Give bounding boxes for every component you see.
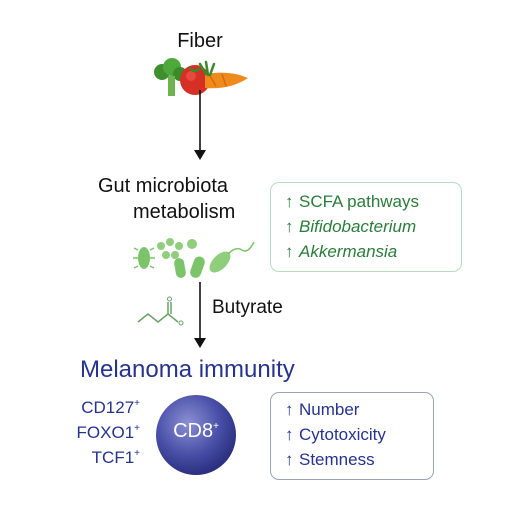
up-arrow-icon: ↑	[285, 450, 294, 469]
immune-effect-row: ↑ Stemness	[285, 450, 375, 470]
marker-label: TCF1	[91, 448, 135, 467]
immune-effects-box: ↑ Number ↑ Cytotoxicity ↑ Stemness	[270, 392, 434, 480]
gut-title-line1: Gut microbiota	[98, 175, 229, 197]
effect-scfa: SCFA pathways	[299, 192, 420, 211]
up-arrow-icon: ↑	[285, 425, 294, 444]
microbiota-effects-box: ↑ SCFA pathways ↑ Bifidobacterium ↑ Akkerma…	[270, 182, 462, 272]
butyrate-molecule-icon	[137, 296, 184, 326]
up-arrow-icon: ↑	[285, 192, 294, 211]
immune-effect-row: ↑ Cytotoxicity	[285, 425, 386, 445]
effect-number: Number	[299, 400, 360, 419]
marker-tcf1: TCF1+	[92, 448, 140, 468]
microbiota-effect-row: ↑ SCFA pathways	[285, 192, 419, 212]
effect-cytotoxicity: Cytotoxicity	[299, 425, 386, 444]
carrot-icon	[198, 60, 248, 89]
marker-list: CD127+ FOXO1+ TCF1+	[40, 398, 140, 478]
cd8-text: CD8	[173, 420, 214, 442]
immunity-title: Melanoma immunity	[80, 356, 295, 383]
effect-bifidobacterium: Bifidobacterium	[299, 217, 417, 236]
marker-cd127: CD127+	[81, 398, 140, 418]
up-arrow-icon: ↑	[285, 400, 294, 419]
marker-sup: +	[134, 448, 140, 459]
marker-label: CD127	[81, 398, 135, 417]
cd8-label: CD8+	[155, 420, 237, 443]
marker-sup: +	[134, 398, 140, 409]
marker-sup: +	[134, 423, 140, 434]
flow-arrows	[194, 90, 206, 348]
marker-label: FOXO1	[76, 423, 135, 442]
microbiota-effect-row: ↑ Akkermansia	[285, 242, 397, 262]
up-arrow-icon: ↑	[285, 217, 294, 236]
cd8-sup: +	[213, 421, 219, 432]
vegetables-icon	[154, 58, 248, 96]
microbiota-effect-row: ↑ Bifidobacterium	[285, 217, 416, 237]
immune-effect-row: ↑ Number	[285, 400, 359, 420]
bacterium-flagellated	[209, 241, 255, 273]
fiber-title: Fiber	[177, 30, 223, 52]
bacterium-spiky	[133, 247, 155, 269]
up-arrow-icon: ↑	[285, 242, 294, 261]
bacteria-icon	[133, 238, 255, 278]
butyrate-label: Butyrate	[212, 297, 283, 318]
gut-title-line2: metabolism	[133, 201, 236, 223]
effect-stemness: Stemness	[299, 450, 375, 469]
arrow-butyrate-to-immunity	[194, 282, 206, 348]
effect-akkermansia: Akkermansia	[299, 242, 398, 261]
cd8-cell-icon	[156, 395, 236, 475]
marker-foxo1: FOXO1+	[77, 423, 140, 443]
tomato-icon	[180, 65, 210, 95]
arrow-fiber-to-gut	[194, 90, 206, 160]
